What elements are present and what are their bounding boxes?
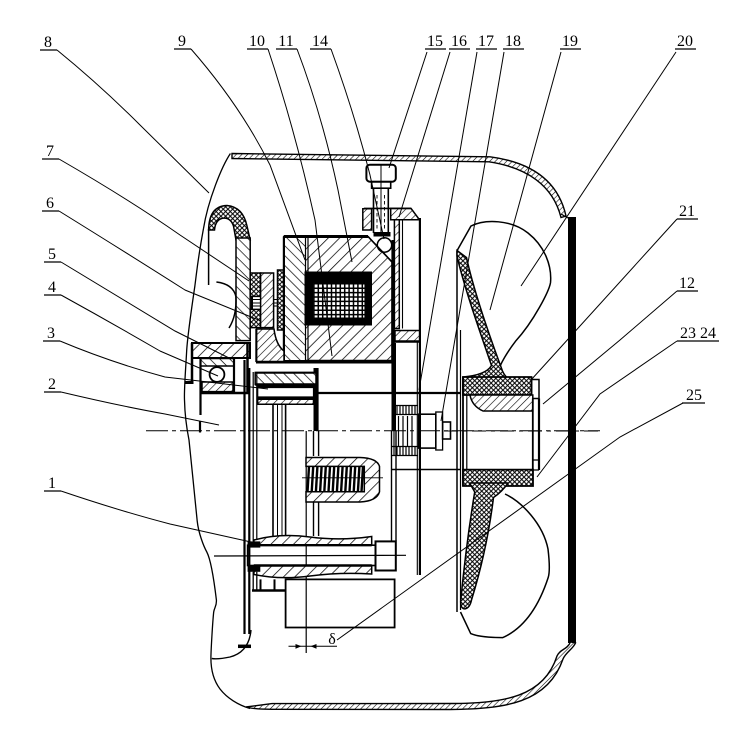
svg-text:24: 24 [700, 325, 716, 342]
svg-text:17: 17 [478, 33, 494, 50]
svg-text:16: 16 [451, 33, 467, 50]
svg-text:20: 20 [677, 33, 693, 50]
svg-text:4: 4 [48, 279, 56, 296]
svg-text:δ: δ [328, 631, 336, 648]
svg-text:9: 9 [178, 33, 186, 50]
svg-text:3: 3 [47, 325, 55, 342]
svg-text:8: 8 [44, 34, 52, 51]
svg-text:25: 25 [686, 387, 702, 404]
svg-text:15: 15 [427, 33, 443, 50]
svg-text:18: 18 [505, 33, 521, 50]
svg-text:10: 10 [249, 33, 265, 50]
svg-text:19: 19 [562, 33, 578, 50]
svg-text:1: 1 [48, 475, 56, 492]
svg-text:5: 5 [48, 246, 56, 263]
svg-text:11: 11 [278, 33, 293, 50]
svg-text:6: 6 [46, 195, 54, 212]
svg-text:21: 21 [679, 203, 695, 220]
svg-text:12: 12 [679, 275, 695, 292]
svg-text:7: 7 [46, 143, 54, 160]
svg-text:2: 2 [48, 376, 56, 393]
svg-text:14: 14 [312, 33, 328, 50]
svg-text:23: 23 [680, 325, 696, 342]
